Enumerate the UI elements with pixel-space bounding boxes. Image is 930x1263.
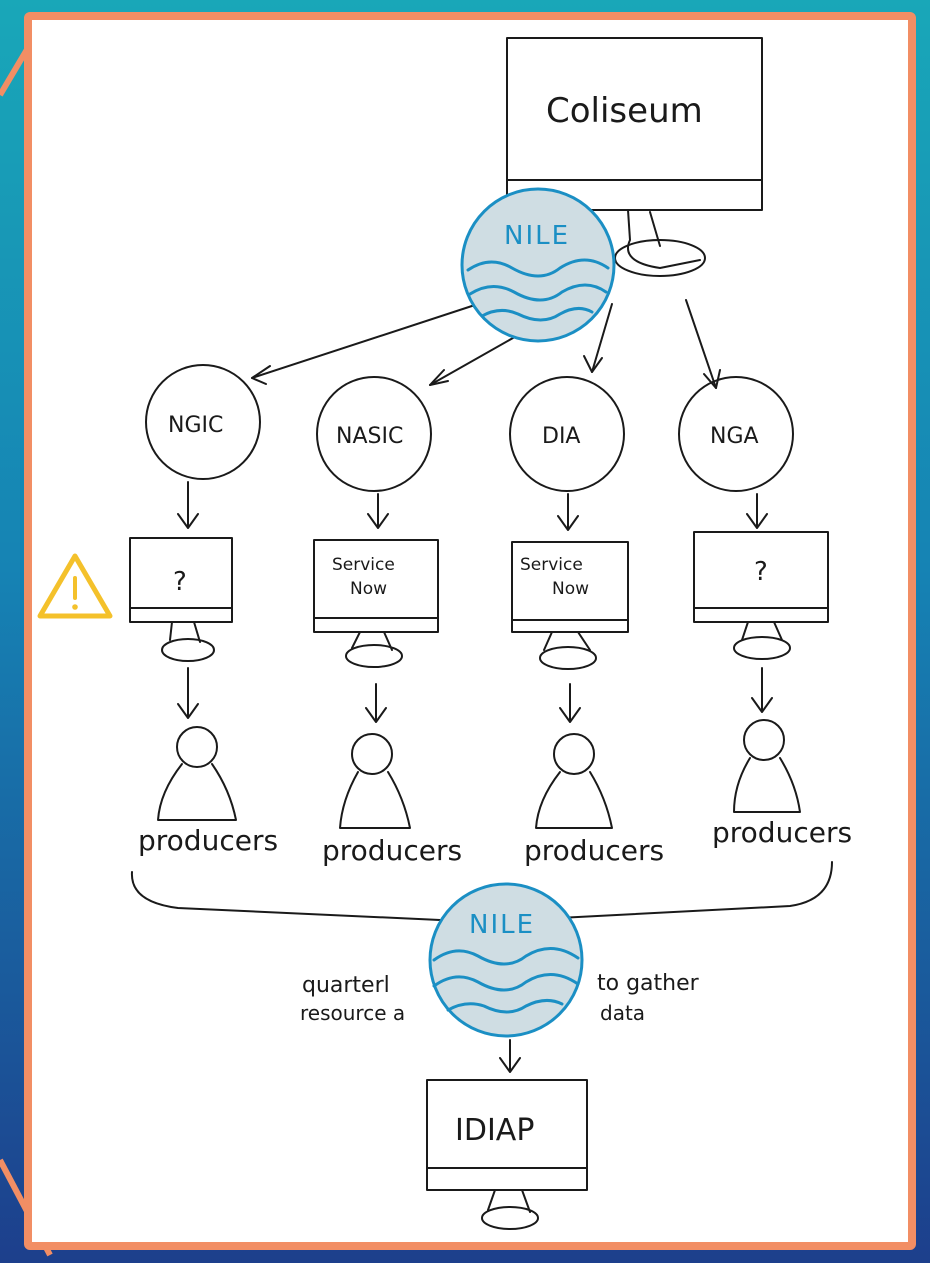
- svg-text:Service: Service: [520, 555, 583, 575]
- idiap-monitor: IDIAP: [426, 1079, 588, 1230]
- agency-ngic: NGIC: [145, 364, 261, 480]
- svg-text:producers: producers: [524, 834, 664, 867]
- agency-to-system-arrows: [177, 481, 768, 531]
- system-to-producers-arrows: [177, 667, 773, 723]
- ngic-system-monitor: ?: [129, 537, 233, 662]
- person-icon: [157, 726, 237, 821]
- bottom-note: quarterl to gather resource a data: [300, 971, 700, 1025]
- nasic-system-monitor: Service Now: [313, 539, 439, 668]
- nile-top-label: NILE: [504, 221, 570, 251]
- nile-bottom-label: NILE: [469, 910, 535, 940]
- nile-bottom-badge: NILE: [428, 882, 584, 1038]
- diagram-frame: [24, 12, 916, 1250]
- nile-top-badge: NILE: [460, 187, 616, 343]
- person-icon: [733, 719, 801, 813]
- svg-text:NGIC: NGIC: [168, 413, 223, 438]
- svg-text:NGA: NGA: [710, 424, 759, 449]
- agency-nasic: NASIC: [316, 376, 432, 492]
- svg-text:producers: producers: [322, 834, 462, 867]
- svg-text:producers: producers: [712, 816, 852, 849]
- person-icon: [535, 733, 613, 829]
- dia-producers: producers: [524, 733, 664, 867]
- svg-text:?: ?: [754, 557, 768, 587]
- person-icon: [339, 733, 411, 829]
- coliseum-arrows: [251, 299, 721, 389]
- svg-text:resource a: resource a: [300, 1001, 405, 1025]
- svg-text:Now: Now: [350, 579, 387, 599]
- svg-text:quarterl: quarterl: [302, 973, 390, 998]
- coliseum-monitor: Coliseum: [506, 37, 763, 277]
- svg-text:Now: Now: [552, 579, 589, 599]
- svg-text:data: data: [600, 1001, 645, 1025]
- svg-text:NASIC: NASIC: [336, 424, 403, 449]
- arrow-to-idiap: [499, 1039, 521, 1073]
- agency-nga: NGA: [678, 376, 794, 492]
- dia-system-monitor: Service Now: [511, 541, 629, 670]
- ngic-producers: producers: [138, 726, 278, 857]
- nasic-producers: producers: [322, 733, 462, 867]
- svg-text:DIA: DIA: [542, 424, 580, 449]
- nile-river-icon: [466, 258, 610, 278]
- agency-dia: DIA: [509, 376, 625, 492]
- svg-text:IDIAP: IDIAP: [455, 1113, 534, 1148]
- nga-system-monitor: ?: [693, 531, 829, 660]
- svg-text:to gather: to gather: [597, 971, 700, 996]
- nga-producers: producers: [712, 719, 852, 849]
- svg-text:?: ?: [173, 567, 187, 597]
- svg-text:Service: Service: [332, 555, 395, 575]
- svg-text:producers: producers: [138, 824, 278, 857]
- warning-icon: [37, 553, 113, 619]
- coliseum-label: Coliseum: [546, 91, 703, 131]
